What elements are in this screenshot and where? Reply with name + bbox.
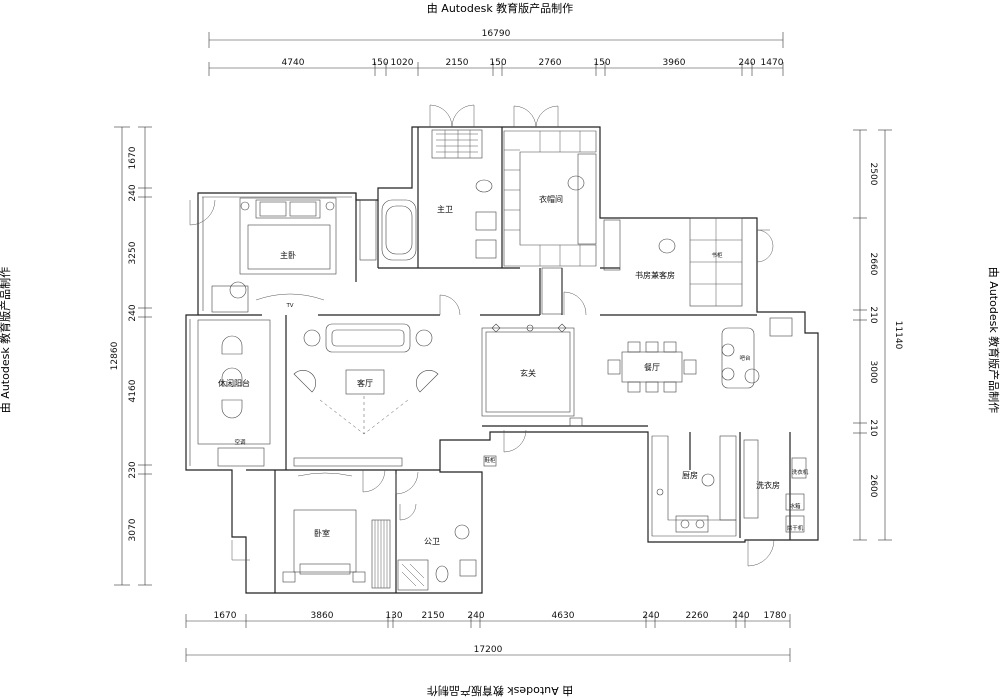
- dining: 吧台 餐厅: [607, 317, 793, 393]
- dim-left-seg: 4160: [128, 379, 138, 402]
- ac-label: 空调: [234, 438, 246, 446]
- dimension-left: 1670 240 3250 240 4160 230 3070 12860: [110, 126, 152, 586]
- dim-top-seg: 3960: [663, 58, 686, 68]
- dim-top-total: 16790: [482, 29, 511, 39]
- public-bath: 公卫: [395, 471, 477, 591]
- room-master-bedroom: 主卧: [280, 250, 296, 260]
- dim-left-seg: 1670: [128, 146, 138, 169]
- dim-right-total: 11140: [893, 321, 903, 350]
- interior-walls: [198, 127, 791, 593]
- dim-bottom-seg: 240: [642, 611, 659, 621]
- dim-bottom-seg: 3860: [311, 611, 334, 621]
- room-master-bath: 主卫: [437, 204, 453, 214]
- dim-top-seg: 2760: [539, 58, 562, 68]
- living-room: 客厅: [293, 294, 461, 467]
- room-closet: 衣帽间: [539, 194, 563, 204]
- room-leisure: 休闲阳台: [218, 378, 250, 388]
- dim-left-seg: 240: [128, 184, 138, 201]
- room-foyer: 玄关: [520, 368, 536, 378]
- dim-left-seg: 3070: [128, 518, 138, 541]
- dim-bottom-seg: 130: [385, 611, 402, 621]
- dimension-bottom: 1670 3860 130 2150 240 4630 240 2260 240…: [185, 611, 791, 662]
- dim-bottom-seg: 2260: [686, 611, 709, 621]
- dimension-right: 2500 2660 210 3000 210 2600 11140: [853, 129, 903, 541]
- foyer: 鞋柜 玄关: [481, 323, 575, 467]
- exterior-walls: [185, 126, 819, 594]
- dim-right-seg: 2500: [868, 163, 878, 186]
- dim-left-seg: 240: [128, 304, 138, 321]
- dim-right-seg: 3000: [868, 361, 878, 384]
- room-study: 书房兼客房: [635, 270, 675, 280]
- dim-left-seg: 3250: [128, 241, 138, 264]
- room-dining: 餐厅: [644, 363, 660, 372]
- dim-bottom-total: 17200: [474, 645, 503, 655]
- dim-top-seg: 4740: [282, 58, 305, 68]
- dim-bottom-seg: 240: [732, 611, 749, 621]
- laundry: 洗衣机 冰箱 烘干机 洗衣房: [743, 439, 809, 567]
- room-bedroom: 卧室: [314, 528, 330, 538]
- kitchen: 厨房: [651, 435, 737, 537]
- dryer-label: 烘干机: [787, 524, 804, 532]
- room-public-bath: 公卫: [424, 537, 440, 546]
- dim-right-seg: 2660: [868, 253, 878, 276]
- dimension-top: 16790 4740 150 1020 2150 150 2760 150 39…: [208, 29, 784, 76]
- master-bedroom: TV 主卧: [189, 197, 337, 313]
- dim-bottom-seg: 1780: [764, 611, 787, 621]
- room-kitchen: 厨房: [682, 470, 698, 480]
- tv-label: TV: [285, 303, 293, 309]
- room-living: 客厅: [357, 378, 373, 388]
- dim-bottom-seg: 4630: [552, 611, 575, 621]
- dim-top-seg: 150: [489, 58, 506, 68]
- room-laundry: 洗衣房: [756, 480, 780, 490]
- fridge-label: 冰箱: [789, 502, 801, 510]
- dim-right-seg: 210: [868, 306, 878, 323]
- dim-top-seg: 1020: [391, 58, 414, 68]
- study: 书柜 书房兼客房: [603, 217, 774, 307]
- doors: [362, 267, 587, 493]
- master-bath: 主卫: [359, 104, 497, 261]
- closet: 衣帽间: [503, 105, 597, 267]
- dim-top-seg: 1470: [761, 58, 784, 68]
- dim-top-seg: 2150: [446, 58, 469, 68]
- bar-label: 吧台: [739, 354, 751, 362]
- dim-left-total: 12860: [110, 341, 120, 370]
- bookshelf-label: 书柜: [711, 251, 723, 259]
- dim-top-seg: 150: [593, 58, 610, 68]
- dim-bottom-seg: 2150: [422, 611, 445, 621]
- dim-right-seg: 2600: [868, 475, 878, 498]
- watermark-top: 由 Autodesk 教育版产品制作: [426, 2, 574, 15]
- dim-top-seg: 150: [371, 58, 388, 68]
- shoe-label: 鞋柜: [484, 456, 496, 464]
- dim-left-seg: 230: [128, 461, 138, 478]
- dim-right-seg: 210: [868, 419, 878, 436]
- leisure-balcony: 空调 休闲阳台: [197, 319, 271, 467]
- dim-bottom-seg: 1670: [214, 611, 237, 621]
- bedroom: 卧室: [231, 472, 391, 589]
- dim-top-seg: 240: [738, 58, 755, 68]
- washer-label: 洗衣机: [792, 468, 809, 476]
- dim-bottom-seg: 240: [467, 611, 484, 621]
